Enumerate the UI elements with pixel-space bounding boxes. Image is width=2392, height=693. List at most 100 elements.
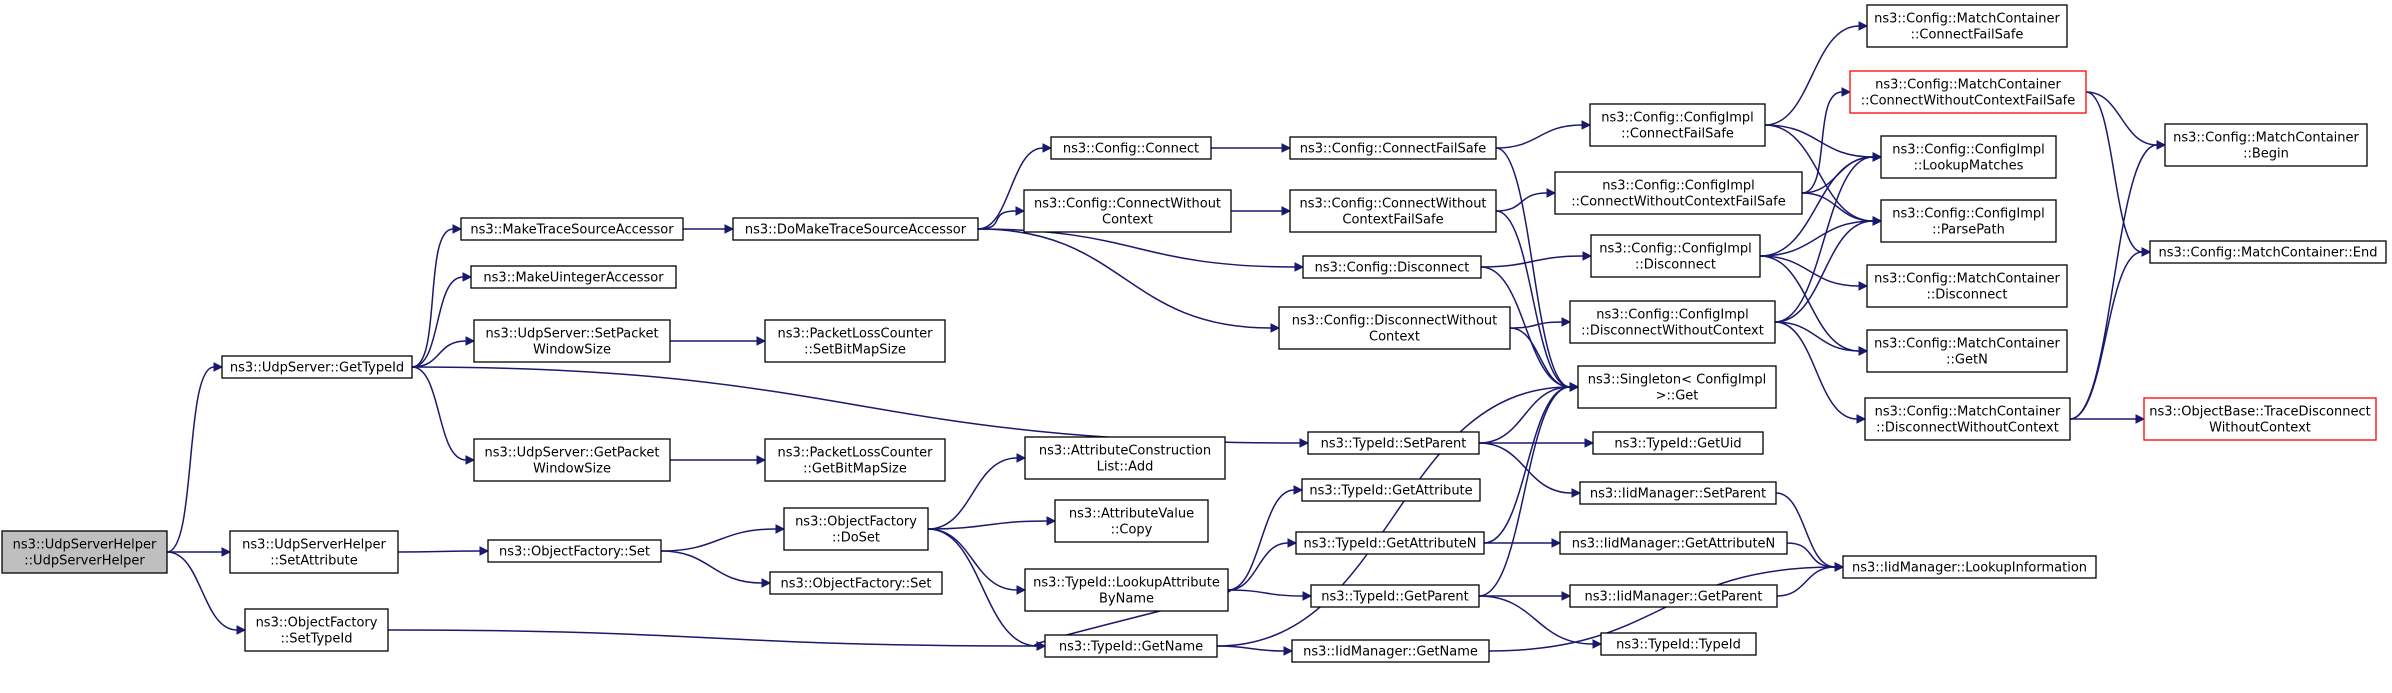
edge-arrowhead <box>462 272 473 282</box>
node-ciParsePath[interactable]: ns3::Config::ConfigImpl::ParsePath <box>1880 199 2057 243</box>
node-label: ns3::AttributeValue <box>1069 507 1194 522</box>
node-iidGetAttrN[interactable]: ns3::IidManager::GetAttributeN <box>1559 531 1788 555</box>
node-tidTypeId[interactable]: ns3::TypeId::TypeId <box>1600 632 1757 656</box>
edge-iidGetParent-to-iidLookupInfo <box>1776 566 1836 597</box>
node-tidSetParent[interactable]: ns3::TypeId::SetParent <box>1307 431 1480 455</box>
node-box <box>244 608 389 652</box>
node-helperSetAttr[interactable]: ns3::UdpServerHelper::SetAttribute <box>229 530 399 574</box>
node-root[interactable]: ns3::UdpServerHelper::UdpServerHelper <box>1 530 168 574</box>
node-mkUint[interactable]: ns3::MakeUintegerAccessor <box>470 265 677 289</box>
node-mcBegin[interactable]: ns3::Config::MatchContainer::Begin <box>2164 123 2368 167</box>
node-tidGetParent[interactable]: ns3::TypeId::GetParent <box>1310 584 1480 608</box>
function-nodes: ns3::UdpServerHelper::UdpServerHelperns3… <box>1 4 2387 663</box>
node-iidGetName[interactable]: ns3::IidManager::GetName <box>1291 639 1490 663</box>
node-iidLookupInfo[interactable]: ns3::IidManager::LookupInformation <box>1842 555 2097 579</box>
node-tidGetAttr[interactable]: ns3::TypeId::GetAttribute <box>1301 478 1481 502</box>
edge-arrowhead <box>1571 488 1582 498</box>
edge-doMkTSA-to-cfgDisconnectWO <box>977 228 1272 329</box>
edge-root-to-getTypeId <box>166 366 215 553</box>
node-tidGetName[interactable]: ns3::TypeId::GetName <box>1044 634 1218 658</box>
node-mcDisconnect[interactable]: ns3::Config::MatchContainer::Disconnect <box>1866 264 2068 308</box>
node-label: ::ConnectWithoutContextFailSafe <box>1571 195 1786 210</box>
node-label: ns3::UdpServer::GetTypeId <box>230 361 404 376</box>
node-ofSet2[interactable]: ns3::ObjectFactory::Set <box>769 571 943 595</box>
node-box <box>1600 632 1757 656</box>
node-mcConnectFS[interactable]: ns3::Config::MatchContainer::ConnectFail… <box>1866 4 2068 48</box>
node-doMkTSA[interactable]: ns3::DoMakeTraceSourceAccessor <box>732 217 979 241</box>
node-iidSetParent[interactable]: ns3::IidManager::SetParent <box>1579 481 1777 505</box>
node-label: ns3::Config::MatchContainer <box>1874 337 2060 352</box>
node-ofSetTypeId[interactable]: ns3::ObjectFactory::SetTypeId <box>244 608 389 652</box>
node-avCopy[interactable]: ns3::AttributeValue::Copy <box>1054 499 1209 543</box>
node-ofDoSet[interactable]: ns3::ObjectFactory::DoSet <box>783 507 929 551</box>
node-getTypeId[interactable]: ns3::UdpServer::GetTypeId <box>221 355 413 379</box>
node-box <box>1044 634 1218 658</box>
node-tidGetUid[interactable]: ns3::TypeId::GetUid <box>1592 431 1764 455</box>
node-box <box>769 571 943 595</box>
edge-arrowhead <box>2156 140 2167 150</box>
edge-ofSet1-to-ofDoSet <box>660 528 777 552</box>
node-cfgConnect[interactable]: ns3::Config::Connect <box>1050 136 1212 160</box>
node-cfgConnectWO[interactable]: ns3::Config::ConnectWithoutContext <box>1023 189 1232 233</box>
node-label: ns3::Config::MatchContainer <box>1875 78 2061 93</box>
edge-arrowhead <box>213 362 224 372</box>
node-cfgConnectFS[interactable]: ns3::Config::ConnectFailSafe <box>1289 136 1497 160</box>
node-cfgDisconnect[interactable]: ns3::Config::Disconnect <box>1302 255 1482 279</box>
edge-tidGetName-to-singletonGet <box>1216 386 1571 647</box>
node-tidGetAttrN[interactable]: ns3::TypeId::GetAttributeN <box>1295 531 1485 555</box>
edge-lookupAttr-to-tidGetAttrN <box>1227 542 1289 591</box>
edge-arrowhead <box>1551 538 1562 548</box>
node-iidGetParent[interactable]: ns3::IidManager::GetParent <box>1569 584 1778 608</box>
edge-doMkTSA-to-cfgConnectWO <box>977 210 1017 230</box>
node-ciDisconnectWO[interactable]: ns3::Config::ConfigImpl::DisconnectWitho… <box>1569 300 1776 344</box>
node-label: ns3::Config::MatchContainer <box>2173 131 2359 146</box>
node-singletonGet[interactable]: ns3::Singleton< ConfigImpl >::Get <box>1577 365 1777 409</box>
node-mkTSA[interactable]: ns3::MakeTraceSourceAccessor <box>460 217 684 241</box>
node-box <box>1 530 168 574</box>
node-label: ::SetAttribute <box>270 554 358 569</box>
edge-arrowhead <box>1858 21 1869 31</box>
node-plcSet[interactable]: ns3::PacketLossCounter::SetBitMapSize <box>764 319 946 363</box>
node-ciDisconnect[interactable]: ns3::Config::ConfigImpl::Disconnect <box>1590 234 1761 278</box>
node-ciConnectWOFS[interactable]: ns3::Config::ConfigImpl::ConnectWithoutC… <box>1554 171 1803 215</box>
edge-ciConnectFS-to-ciParsePath <box>1764 124 1874 222</box>
node-box <box>460 217 684 241</box>
node-box <box>783 507 929 551</box>
node-ofSet1[interactable]: ns3::ObjectFactory::Set <box>487 539 662 563</box>
edge-arrowhead <box>1283 646 1294 656</box>
node-mcGetN[interactable]: ns3::Config::MatchContainer::GetN <box>1866 329 2068 373</box>
node-label: List::Add <box>1097 460 1154 475</box>
node-label: WithoutContext <box>2209 421 2311 436</box>
node-ciLookup[interactable]: ns3::Config::ConfigImpl::LookupMatches <box>1880 135 2057 179</box>
node-label: ns3::Config::ConnectWithout <box>1034 197 1221 212</box>
node-box <box>1278 306 1511 350</box>
node-mcDisconnectWO[interactable]: ns3::Config::MatchContainer::DisconnectW… <box>1864 397 2071 441</box>
node-mcConnectWOFS[interactable]: ns3::Config::MatchContainer::ConnectWith… <box>1849 70 2087 114</box>
node-cfgConnectWOFS[interactable]: ns3::Config::ConnectWithoutContextFailSa… <box>1289 189 1497 233</box>
node-label: ::ConnectFailSafe <box>1621 127 1734 142</box>
edge-arrowhead <box>1582 251 1593 261</box>
edge-tidGetName-to-iidGetName <box>1216 645 1285 652</box>
edge-ciDisconnect-to-ciLookup <box>1759 156 1874 257</box>
node-box <box>487 539 662 563</box>
node-label: WindowSize <box>533 462 611 477</box>
node-mcEnd[interactable]: ns3::Config::MatchContainer::End <box>2149 240 2387 264</box>
edge-ciConnectWOFS-to-ciParsePath <box>1801 192 1874 222</box>
node-obTraceDisconnect[interactable]: ns3::ObjectBase::TraceDisconnectWithoutC… <box>2143 397 2377 441</box>
edge-arrowhead <box>1299 438 1310 448</box>
node-box <box>764 319 946 363</box>
node-label: ns3::ObjectFactory <box>256 616 378 631</box>
edge-arrowhead <box>1841 87 1852 97</box>
node-plcGet[interactable]: ns3::PacketLossCounter::GetBitMapSize <box>764 438 946 482</box>
node-ciConnectFS[interactable]: ns3::Config::ConfigImpl::ConnectFailSafe <box>1589 103 1766 147</box>
node-box <box>1301 478 1481 502</box>
edge-ofDoSet-to-tidGetName <box>927 528 1038 647</box>
node-cfgDisconnectWO[interactable]: ns3::Config::DisconnectWithoutContext <box>1278 306 1511 350</box>
edge-ciDisconnect-to-mcDisconnect <box>1759 255 1860 287</box>
node-box <box>1880 135 2057 179</box>
node-label: ::GetBitMapSize <box>803 462 907 477</box>
